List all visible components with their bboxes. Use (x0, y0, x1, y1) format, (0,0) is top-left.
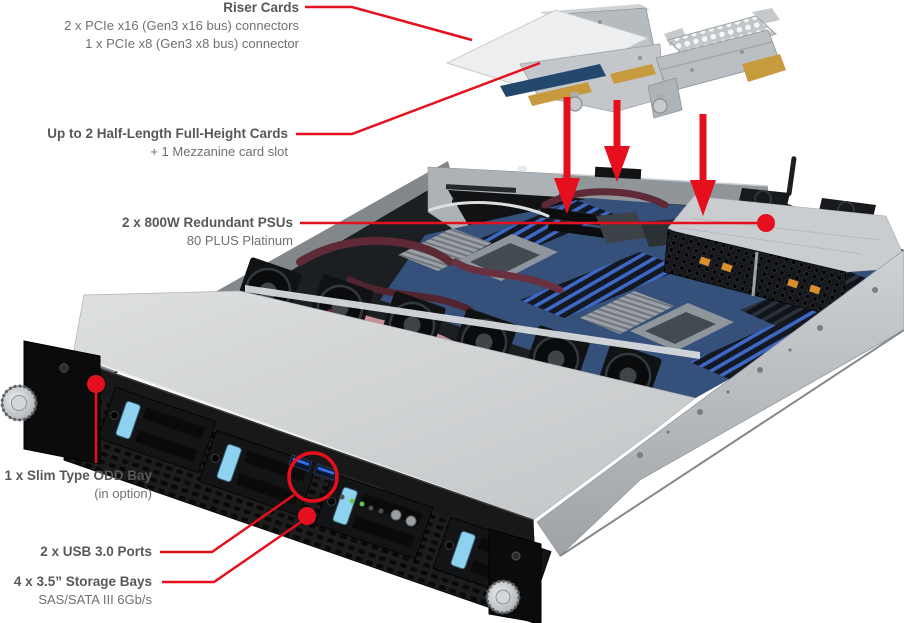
thumbscrew (485, 579, 521, 615)
storage-dot (298, 507, 316, 525)
install-arrows (554, 97, 716, 216)
callout-odd-bay: 1 x Slim Type ODD Bay (in option) (4, 467, 152, 503)
tray-latch (332, 486, 358, 526)
callout-expansion-cards: Up to 2 Half-Length Full-Height Cards + … (47, 125, 288, 161)
callout-title: 2 x USB 3.0 Ports (40, 544, 152, 559)
callout-overlay (87, 5, 775, 584)
odd-dot (87, 375, 105, 393)
thumbscrew (652, 98, 668, 114)
callout-title: 4 x 3.5” Storage Bays (13, 574, 152, 589)
dimm-bank (520, 252, 684, 318)
gold-edge-connector (742, 54, 786, 82)
front-panel-controls (339, 494, 417, 527)
callout-title: Riser Cards (223, 0, 299, 15)
callout-title: 1 x Slim Type ODD Bay (4, 468, 152, 483)
psu-dot (757, 214, 775, 232)
psu-modules (663, 229, 847, 319)
psu-assembly (663, 156, 904, 319)
antenna (786, 156, 797, 196)
callout-line: + 1 Mezzanine card slot (150, 144, 288, 159)
right-side-rail (536, 249, 904, 557)
callout-line: (in option) (94, 486, 152, 501)
rack-ear-right (485, 528, 542, 623)
callout-riser-cards: Riser Cards 2 x PCIe x16 (Gen3 x16 bus) … (64, 0, 299, 53)
callout-line: SAS/SATA III 6Gb/s (38, 592, 152, 607)
drive-tray (97, 386, 217, 474)
front-bezel (0, 340, 552, 623)
psu-cover (667, 195, 904, 273)
heatsink (398, 228, 492, 271)
callout-storage-bays: 4 x 3.5” Storage Bays SAS/SATA III 6Gb/s (14, 573, 152, 609)
leader-expansion-cards (296, 61, 541, 136)
tray-latch (115, 400, 141, 440)
callout-title: Up to 2 Half-Length Full-Height Cards (47, 126, 288, 141)
tray-latch (216, 443, 242, 483)
callout-title: 2 x 800W Redundant PSUs (121, 215, 293, 230)
rack-ear-left (0, 340, 101, 465)
riser-assembly-right (647, 8, 786, 119)
cpu-socket (630, 303, 734, 351)
callout-psu: 2 x 800W Redundant PSUs 80 PLUS Platinum (122, 214, 293, 250)
tray-latch (450, 530, 476, 570)
usb-highlight-circle (287, 451, 339, 503)
callout-line: 1 x PCIe x8 (Gen3 x8 bus) connector (85, 36, 299, 51)
callout-usb-ports: 2 x USB 3.0 Ports (40, 543, 152, 561)
leader-riser-cards (305, 5, 473, 42)
drive-tray (314, 472, 434, 560)
leader-storage-bays (162, 520, 302, 584)
callout-line: 2 x PCIe x16 (Gen3 x16 bus) connectors (64, 18, 299, 33)
riser-assembly-left (445, 4, 665, 113)
gold-edge-connector (528, 82, 592, 106)
leader-usb-ports (160, 493, 295, 554)
drive-tray (198, 429, 318, 517)
callout-line: 80 PLUS Platinum (186, 233, 293, 248)
heatsink (580, 291, 674, 334)
gold-edge-connector (610, 64, 656, 84)
thumbscrew (0, 384, 38, 422)
